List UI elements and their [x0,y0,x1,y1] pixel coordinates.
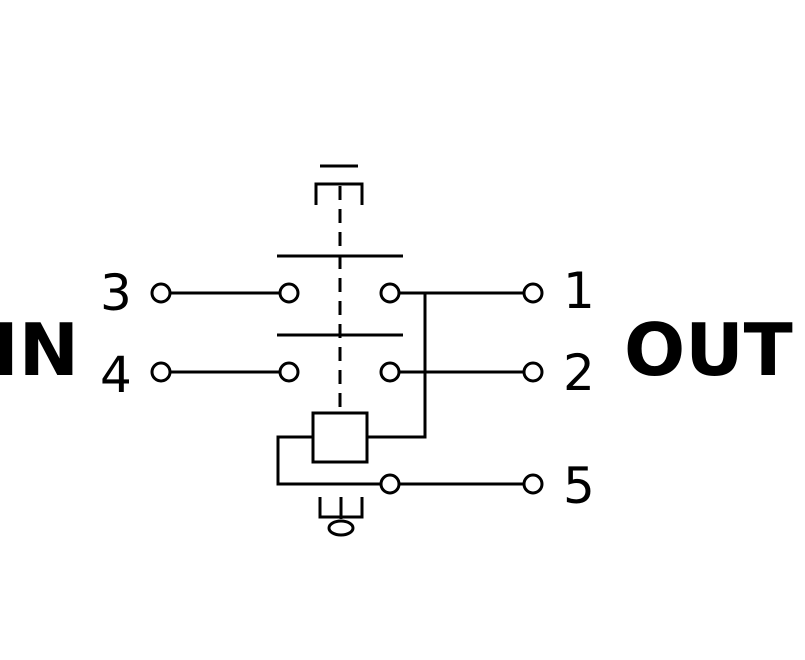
terminal-pin5 [522,473,544,495]
terminal-coil-return [379,473,401,495]
terminal-pin2 [522,361,544,383]
pin-label-4: 4 [100,346,132,404]
wire-coil-to-output [367,293,427,439]
terminal-contact-upper-left [278,282,300,304]
reset-button-icon [327,519,355,537]
wire-coil-to-pin5 [276,435,380,486]
pin-label-5: 5 [563,457,595,515]
pin-label-1: 1 [563,262,595,320]
actuator-bracket [314,182,364,205]
pin-label-3: 3 [100,264,132,322]
terminal-pin4 [150,361,172,383]
terminal-contact-lower-right [379,361,401,383]
coil-box [311,411,369,464]
terminal-pin1 [522,282,544,304]
terminal-contact-upper-right [379,282,401,304]
in-label: IN [0,308,79,392]
terminal-contact-lower-left [278,361,300,383]
pin-label-2: 2 [563,344,595,402]
out-label: OUT [624,308,793,392]
terminal-pin3 [150,282,172,304]
